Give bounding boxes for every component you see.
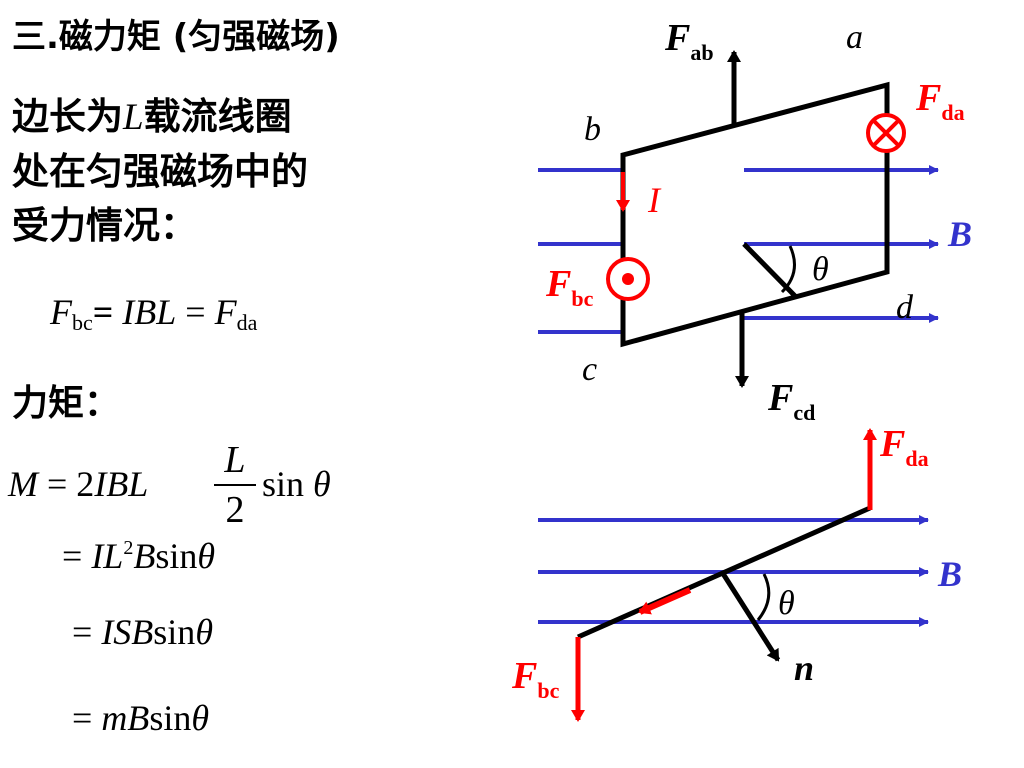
torque-equation-1: M = 2IBL: [8, 464, 149, 504]
out-of-page-icon: [606, 257, 650, 301]
angle-arc: [780, 245, 796, 294]
corner-b-label: b: [584, 111, 601, 148]
description-line-1: 边长为L载流线圈: [12, 95, 292, 138]
force-bc-label-bottom: Fbc: [511, 655, 560, 703]
torque-equation-4: = mBsinθ: [72, 698, 210, 738]
description: 边长为L载流线圈 处在匀强磁场中的 受力情况：: [12, 90, 308, 253]
torque-equation-2: = IL2Bsinθ: [62, 536, 216, 576]
field-label: B: [947, 214, 972, 254]
angle-label: θ: [812, 251, 829, 288]
field-label-bottom: B: [937, 554, 962, 594]
coil-frame: [620, 81, 890, 348]
force-da-label-bottom: Fda: [879, 423, 929, 471]
corner-a-label: a: [846, 19, 863, 56]
torque-label: 力矩：: [12, 383, 121, 424]
torque-equation-3: = ISBsinθ: [72, 612, 213, 652]
corner-d-label: d: [896, 289, 914, 326]
force-cd-label: Fcd: [767, 377, 815, 425]
into-page-icon: [866, 113, 906, 153]
description-line-3: 受力情况：: [12, 204, 197, 247]
angle-label-bottom: θ: [778, 585, 795, 622]
corner-c-label: c: [582, 351, 597, 388]
force-bc-label: Fbc: [545, 263, 594, 311]
current-label: I: [647, 180, 662, 220]
bottom-diagram: Fda Fbc B θ n: [511, 423, 962, 722]
torque-equation-1-sin: sin θ: [262, 464, 331, 504]
force-da-label: Fda: [915, 77, 965, 125]
angle-arc-bottom: [756, 573, 771, 621]
normal-n-arrow: [719, 570, 781, 662]
normal-n-label: n: [794, 648, 814, 688]
force-ab-label: Fab: [664, 17, 714, 65]
description-line-2: 处在匀强磁场中的: [12, 150, 308, 193]
page-title: 三.磁力矩 (匀强磁场): [12, 17, 340, 57]
fraction-l-over-2: L 2: [212, 438, 258, 532]
top-diagram: a b c d Fab Fda Fbc Fcd I B θ: [538, 17, 972, 425]
normal-line: [742, 242, 798, 299]
coil-direction-arrow: [638, 587, 692, 615]
force-equation: Fbc= IBL = Fda: [50, 292, 258, 335]
